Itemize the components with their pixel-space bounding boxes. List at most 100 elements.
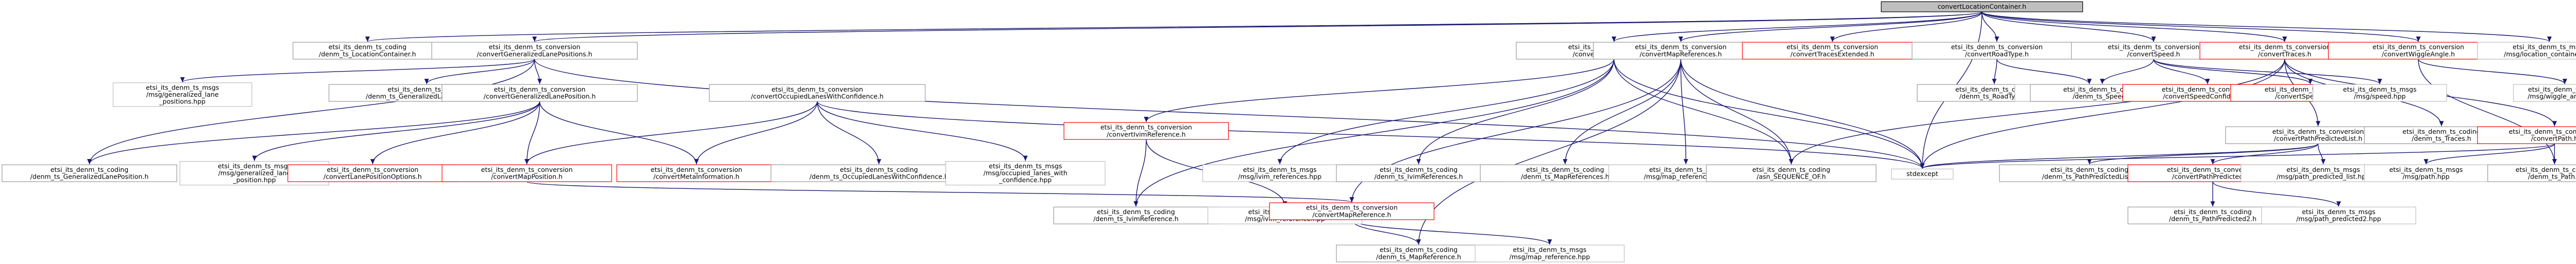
edge-root-to-lc (365, 11, 1982, 42)
node-cmp[interactable]: etsi_its_denm_ts_conversion/convertMapPo… (442, 164, 612, 182)
node-clpo[interactable]: etsi_its_denm_ts_conversion/convertLaneP… (287, 164, 458, 182)
edge-cglp-to-mglps (180, 59, 535, 83)
node-glp[interactable]: etsi_its_denm_ts_coding/denm_ts_Generali… (2, 164, 177, 182)
node-label: /convertPathPredictedList.h (2274, 135, 2363, 143)
node-label: etsi_its_denm_ts_msgs (1513, 246, 1587, 254)
edge-cppl-to-cpp2 (2210, 143, 2319, 165)
node-box-cir (1063, 122, 1229, 140)
node-label: etsi_its_denm_ts_conversion (1100, 124, 1192, 131)
edge-cppl-to-ppl (2087, 143, 2319, 165)
node-label: _positions.hpp (159, 97, 206, 105)
node-mwa[interactable]: etsi_its_denm_ts_msgs/msg/wiggle_angle.h… (2513, 84, 2576, 102)
node-label: /convertGeneralizedLanePosition.h (484, 92, 596, 100)
node-label: /convertSpeed.h (2127, 50, 2180, 58)
node-root[interactable]: convertLocationContainer.h (1880, 1, 2083, 12)
node-label: /convertOccupiedLanesWithConfidence.h (751, 92, 884, 100)
node-ir[interactable]: etsi_its_denm_ts_coding/denm_ts_IvimRefe… (1053, 206, 1219, 224)
node-mpp2[interactable]: etsi_its_denm_ts_msgs/msg/path_predicted… (2261, 206, 2416, 224)
edge-cwa-to-path (2418, 59, 2557, 165)
node-label: /denm_ts_IvimReference.h (1093, 215, 1178, 223)
node-lc[interactable]: etsi_its_denm_ts_coding/denm_ts_Location… (293, 42, 443, 60)
node-label: etsi_its_denm_ts_conversion (1635, 43, 1726, 51)
edge-cicr-to-stdexcept (1613, 59, 1925, 169)
node-label: /convertPathPredicted2.h (2172, 172, 2253, 180)
node-mlc[interactable]: etsi_its_denm_ts_msgs/msg/location_conta… (2477, 42, 2576, 60)
node-box-cpa (2477, 126, 2576, 144)
node-box-mpp2 (2261, 206, 2416, 224)
node-cpa[interactable]: etsi_its_denm_ts_conversion/convertPath.… (2477, 126, 2576, 144)
node-label: /denm_ts_IvimReferences.h (1375, 172, 1463, 180)
edge-cppl-to-mppl (2317, 144, 2326, 165)
node-path[interactable]: etsi_its_denm_ts_coding/denm_ts_Path.h (2487, 164, 2576, 182)
node-label: etsi_its_denm_ts_conversion (2239, 43, 2331, 51)
node-label: /denm_ts_MapReference.h (1376, 253, 1461, 260)
node-label: etsi_its_denm_ts_coding (1752, 166, 1830, 173)
edge-cglp-to-glp (87, 59, 535, 165)
node-cir[interactable]: etsi_its_denm_ts_conversion/convertIvimR… (1063, 122, 1229, 140)
node-label: etsi_its_denm_ts_coding (1955, 85, 2033, 93)
edge-root-to-mlc (1981, 11, 2552, 42)
node-box-cmp (442, 164, 612, 182)
node-msp[interactable]: etsi_its_denm_ts_msgs/msg/speed.hpp (2312, 84, 2447, 102)
node-label: /msg/path_predicted_list.hpp (2277, 172, 2370, 180)
node-colwc[interactable]: etsi_its_denm_ts_conversion/convertOccup… (709, 84, 926, 102)
edge-root-to-cwa (1981, 11, 2421, 42)
node-label: /msg/generalized_lane (146, 91, 219, 98)
edge-cglp-to-cglp1 (534, 59, 543, 84)
node-label: /convertMapReferences.h (1640, 50, 1722, 58)
node-label: etsi_its_denm_ts_msgs (989, 162, 1062, 170)
node-label: /convertMapPosition.h (491, 172, 563, 180)
edge-csp-to-csc (2153, 59, 2210, 84)
node-box-cmi (616, 164, 777, 182)
node-label: etsi_its_denm_ts_conversion (651, 166, 742, 173)
node-crt[interactable]: etsi_its_denm_ts_conversion/convertRoadT… (1911, 42, 2082, 60)
node-label: /convertSpeedConfidence.h (2163, 92, 2252, 100)
node-cglp1[interactable]: etsi_its_denm_ts_conversion/convertGener… (442, 84, 638, 102)
node-cglp[interactable]: etsi_its_denm_ts_conversion/convertGener… (431, 42, 638, 60)
node-box-glp (2, 164, 177, 182)
node-box-mglps (112, 82, 252, 107)
node-label: etsi_its_denm_ts_conversion (494, 85, 586, 93)
node-label: /denm_ts_Speed.h (2073, 92, 2132, 100)
node-label: /asn_SEQUENCE_OF.h (1757, 172, 1826, 180)
node-label: /denm_ts_RoadType.h (1959, 92, 2029, 100)
edge-cpp2-to-mpp2 (2212, 181, 2341, 207)
node-box-mivrs (1202, 164, 1358, 182)
node-seq[interactable]: etsi_its_denm_ts_coding/asn_SEQUENCE_OF.… (1706, 164, 1877, 182)
node-label: etsi_its_denm_ts_coding (2402, 128, 2480, 135)
node-label: etsi_its_denm_ts_msgs (2286, 166, 2360, 173)
edge-cmr-to-stdexcept (1680, 59, 1925, 169)
edge-csp-to-csv (2153, 59, 2313, 84)
node-cmref[interactable]: etsi_its_denm_ts_conversion/convertMapRe… (1269, 202, 1435, 220)
edge-cglp1-to-cmp (524, 101, 540, 165)
node-label: etsi_its_denm_ts_coding (840, 166, 918, 173)
node-label: /denm_ts_Path.h (2528, 172, 2576, 180)
node-cmr[interactable]: etsi_its_denm_ts_conversion/convertMapRe… (1593, 42, 1769, 60)
node-ctex[interactable]: etsi_its_denm_ts_conversion/convertTrace… (1742, 42, 1923, 60)
edge-colwc-to-cmp (524, 101, 818, 165)
node-box-stdexcept (1891, 168, 1954, 180)
edge-cmr-to-mmrs (1680, 59, 1688, 165)
node-label: etsi_its_denm_ts_conversion (1306, 204, 1398, 212)
node-box-mwa (2513, 84, 2576, 102)
edge-cmr-to-seq (1680, 59, 1794, 165)
node-ivrs[interactable]: etsi_its_denm_ts_coding/denm_ts_IvimRefe… (1336, 164, 1501, 182)
node-label: /convertTracesExtended.h (1790, 50, 1874, 58)
edge-cglp1-to-mglp (252, 101, 540, 161)
node-stdexcept[interactable]: stdexcept (1891, 168, 1954, 180)
node-molwc[interactable]: etsi_its_denm_ts_msgs/msg/occupied_lanes… (945, 161, 1106, 186)
node-mivrs[interactable]: etsi_its_denm_ts_msgs/msg/ivim_reference… (1202, 164, 1358, 182)
node-mmref[interactable]: etsi_its_denm_ts_msgs/msg/map_reference.… (1475, 244, 1625, 262)
node-mglps[interactable]: etsi_its_denm_ts_msgs/msg/generalized_la… (112, 82, 252, 107)
node-label: stdexcept (1907, 170, 1938, 178)
edge-cmref-to-mmref (1351, 219, 1552, 245)
node-mpath[interactable]: etsi_its_denm_ts_msgs/msg/path.hpp (2364, 164, 2488, 182)
node-tr[interactable]: etsi_its_denm_ts_coding/denm_ts_Traces.h (2364, 126, 2519, 144)
node-box-clpo (287, 164, 458, 182)
node-box-seq (1706, 164, 1877, 182)
node-cmi[interactable]: etsi_its_denm_ts_conversion/convertMetaI… (616, 164, 777, 182)
edge-cicr-to-cir (1144, 59, 1615, 122)
node-label: etsi_its_denm_ts_msgs (2302, 208, 2376, 216)
edge-colwc-to-stdexcept (817, 101, 1925, 169)
node-label: etsi_its_denm_ts_msgs (146, 83, 219, 91)
